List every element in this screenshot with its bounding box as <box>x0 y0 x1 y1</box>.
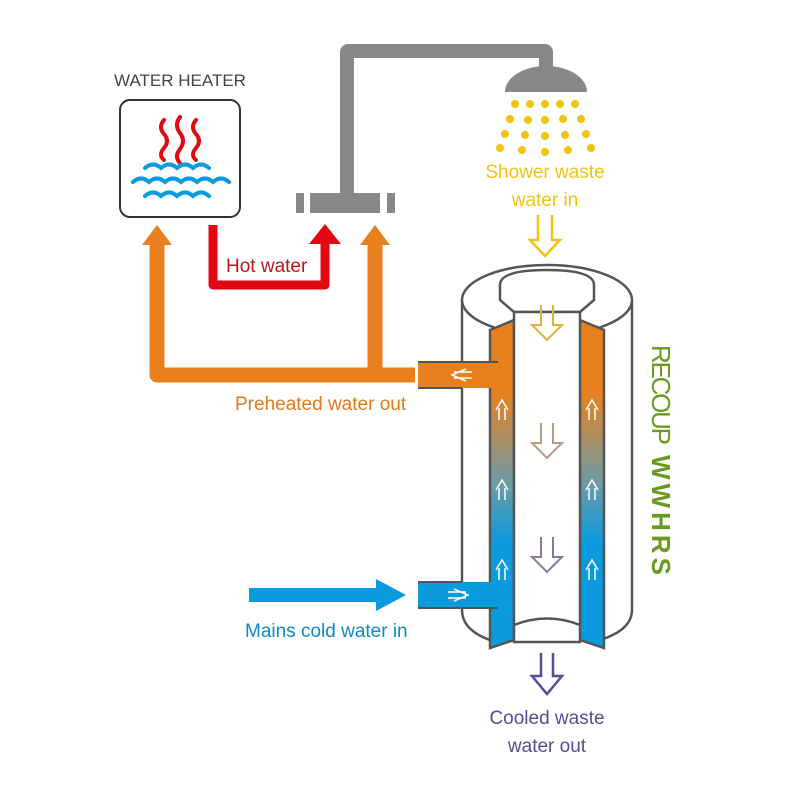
cold-inlet-arrow-icon <box>448 588 470 602</box>
product-label: RECOUP WWHRS <box>646 345 676 575</box>
shower-head-icon <box>505 58 587 92</box>
water-heater-label: WATER HEATER <box>114 71 246 90</box>
waste-down-arrow-3 <box>529 537 565 574</box>
mains-cold-label: Mains cold water in <box>245 621 408 642</box>
cold-inlet <box>418 582 498 608</box>
preheated-pipe <box>142 225 415 383</box>
preheated-outlet-arrow-icon <box>450 368 472 382</box>
cooled-waste-label-2: water out <box>507 736 587 757</box>
waste-down-arrow-2 <box>529 423 565 460</box>
product-label-bold: WWHRS <box>646 455 676 575</box>
shower-waste-arrow-icon <box>527 215 563 258</box>
preheated-label: Preheated water out <box>235 394 407 415</box>
preheated-outlet <box>418 362 498 388</box>
waste-down-arrow-1 <box>529 305 565 342</box>
cooled-waste-label-1: Cooled waste <box>489 708 604 729</box>
wwhrs-unit <box>460 263 634 650</box>
shower-waste-label-1: Shower waste <box>485 162 604 183</box>
hot-water-pipe <box>208 224 341 290</box>
mains-cold-arrow <box>249 579 406 611</box>
shower-drops <box>496 100 595 156</box>
flow-up-arrows <box>495 398 599 580</box>
product-label-light: RECOUP <box>646 345 676 445</box>
hot-water-label: Hot water <box>226 256 308 277</box>
shower-pipe <box>296 44 553 213</box>
shower-waste-label-2: water in <box>511 190 579 211</box>
water-heater-icon <box>119 99 241 218</box>
cooled-waste-arrow-icon <box>529 653 565 696</box>
